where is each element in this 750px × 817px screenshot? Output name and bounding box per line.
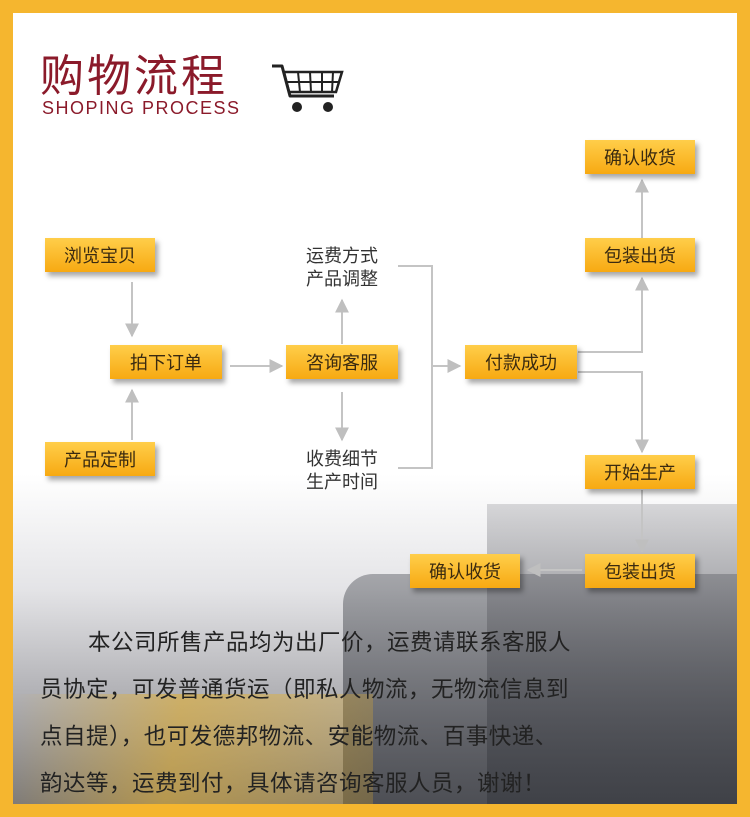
truck-photo-background	[13, 474, 737, 804]
step-customize: 产品定制	[45, 442, 155, 476]
paragraph-line-1: 本公司所售产品均为出厂价，运费请联系客服人	[88, 630, 572, 656]
step-browse: 浏览宝贝	[45, 238, 155, 272]
arrow-pay-to-production	[578, 371, 649, 454]
paragraph-line-2: 员协定，可发普通货运（即私人物流，无物流信息到	[40, 677, 570, 703]
shopping-cart-icon	[272, 64, 344, 112]
arrow-pay-to-pack-top	[578, 276, 649, 353]
step-start-production: 开始生产	[585, 455, 695, 489]
step-order: 拍下订单	[110, 345, 222, 379]
bracket-notes-to-pay	[398, 265, 433, 469]
note-upper: 运费方式 产品调整	[290, 245, 394, 291]
paragraph-line-4: 韵达等，运费到付，具体请咨询客服人员，谢谢！	[40, 771, 547, 797]
step-pay: 付款成功	[465, 345, 577, 379]
note-upper-line1: 运费方式	[306, 246, 378, 267]
paragraph-line-3: 点自提），也可发德邦物流、安能物流、百事快递、	[40, 724, 558, 750]
note-lower: 收费细节 生产时间	[290, 448, 394, 494]
note-lower-line1: 收费细节	[306, 449, 378, 470]
step-confirm-top: 确认收货	[585, 140, 695, 174]
note-upper-line2: 产品调整	[306, 269, 378, 290]
note-lower-line2: 生产时间	[306, 472, 378, 493]
page-title: 购物流程	[40, 51, 228, 102]
step-pack-top: 包装出货	[585, 238, 695, 272]
step-confirm-bottom: 确认收货	[410, 554, 520, 588]
truck-logo-stripe	[13, 694, 373, 804]
shipping-paragraph: 本公司所售产品均为出厂价，运费请联系客服人 员协定，可发普通货运（即私人物流，无…	[40, 620, 716, 808]
step-pack-bottom: 包装出货	[585, 554, 695, 588]
page-subtitle: SHOPING PROCESS	[42, 98, 241, 118]
step-consult: 咨询客服	[286, 345, 398, 379]
